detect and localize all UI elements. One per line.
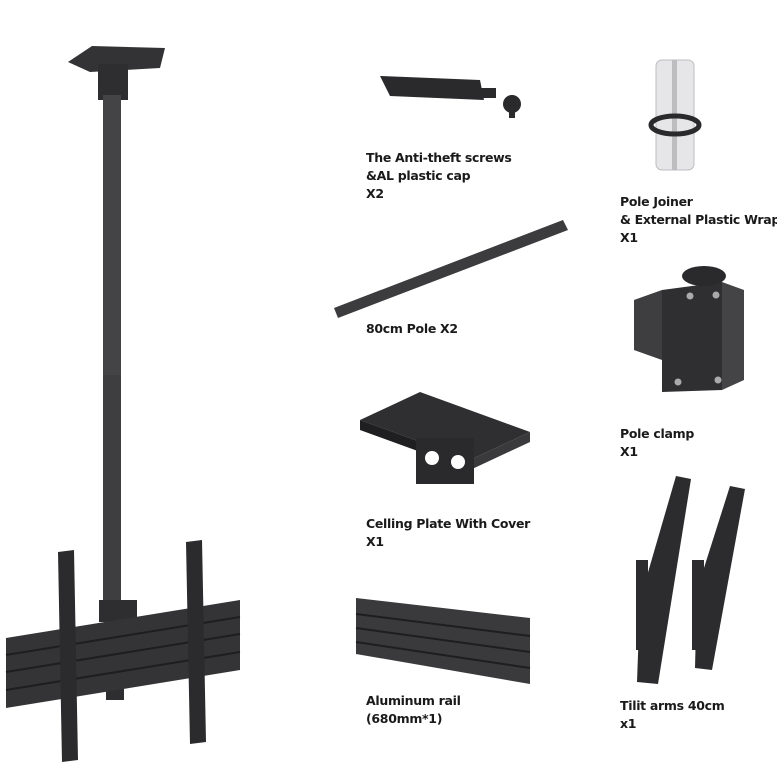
label-line: & External Plastic Wrap xyxy=(620,212,777,227)
aluminum-rail-label: Aluminum rail (680mm*1) xyxy=(366,692,461,728)
ceiling-plate-image xyxy=(360,392,530,484)
label-line: x1 xyxy=(620,716,637,731)
label-line: X1 xyxy=(366,534,384,549)
label-line: Pole Joiner xyxy=(620,194,693,209)
label-line: Tilit arms 40cm xyxy=(620,698,725,713)
ceiling-plate-label: Celling Plate With Cover X1 xyxy=(366,515,530,551)
label-line: X2 xyxy=(366,186,384,201)
pole-clamp-image xyxy=(634,266,744,392)
tilt-arms-image xyxy=(636,476,745,684)
label-line: X1 xyxy=(620,444,638,459)
pole-joiner-label: Pole Joiner & External Plastic Wrap X1 xyxy=(620,193,777,247)
pole-image xyxy=(334,220,568,318)
label-line: &AL plastic cap xyxy=(366,168,471,183)
anti-theft-cap-image xyxy=(380,76,521,118)
anti-theft-screws-label: The Anti-theft screws &AL plastic cap X2 xyxy=(366,149,512,203)
label-line: Celling Plate With Cover xyxy=(366,516,531,531)
assembled-ceiling-mount xyxy=(5,46,241,762)
pole-joiner-image xyxy=(648,59,702,171)
label-line: 80cm Pole X2 xyxy=(366,321,458,336)
label-line: Aluminum rail xyxy=(366,693,461,708)
label-line: The Anti-theft screws xyxy=(366,150,512,165)
aluminum-rail-image xyxy=(355,598,531,684)
pole-clamp-label: Pole clamp X1 xyxy=(620,425,694,461)
label-line: X1 xyxy=(620,230,638,245)
tilt-arms-label: Tilit arms 40cm x1 xyxy=(620,697,725,733)
pole-label: 80cm Pole X2 xyxy=(366,320,458,338)
label-line: (680mm*1) xyxy=(366,711,443,726)
label-line: Pole clamp xyxy=(620,426,694,441)
